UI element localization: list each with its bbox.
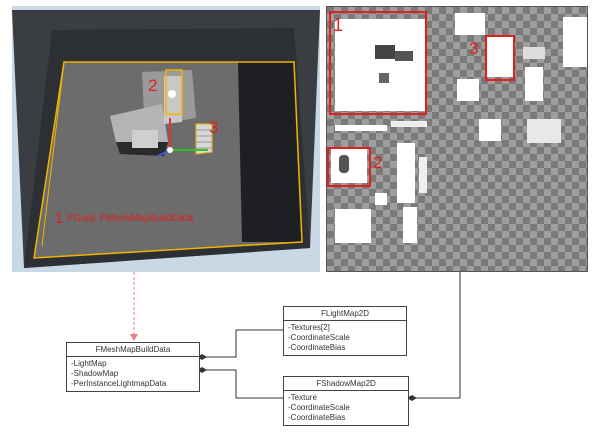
selection-edge <box>41 61 65 247</box>
atlas-highlight-3 <box>485 35 515 81</box>
atlas-block-1 <box>335 19 427 111</box>
class-field: -CoordinateScale <box>288 403 350 412</box>
atlas-block-2 <box>331 149 367 183</box>
atlas-block-3 <box>487 37 515 77</box>
atlas-annotation-1: 1 <box>333 15 344 35</box>
atlas-strip <box>391 121 427 127</box>
class-title: FShadowMap2D <box>284 377 408 391</box>
atlas-block <box>527 119 561 143</box>
atlas-block <box>403 207 417 243</box>
class-fmeshmapbuilddata: FMeshMapBuildData -LightMap -ShadowMap -… <box>66 342 200 392</box>
selection-outline <box>33 61 303 259</box>
dark-corner <box>238 62 302 242</box>
level-viewport[interactable]: · · · · · · 1 FGuid, FMeshMapBuildData 2… <box>12 6 320 272</box>
atlas-block <box>525 67 543 101</box>
class-field: -CoordinateBias <box>288 343 346 352</box>
lightmap-atlas: 1 3 2 <box>326 6 588 272</box>
atlas-shape <box>395 51 413 61</box>
block-small <box>132 130 158 148</box>
class-fshadowmap2d: FShadowMap2D -Texture -CoordinateScale -… <box>283 376 409 426</box>
atlas-block <box>563 17 587 67</box>
atlas-highlight-1 <box>329 11 427 115</box>
atlas-shape <box>379 73 389 83</box>
class-field: -PerInstanceLightmapData <box>71 379 167 388</box>
atlas-block <box>523 47 545 59</box>
light-source-icon[interactable] <box>168 90 176 98</box>
class-flightmap2d: FLightMap2D -Textures[2] -CoordinateScal… <box>283 306 407 356</box>
viewport-annotation-3-num: 3 <box>209 118 219 137</box>
atlas-annotation-3: 3 <box>469 39 479 58</box>
link-shadowmap-atlas <box>412 272 461 399</box>
floor <box>34 62 302 258</box>
class-field: -Texture <box>288 393 317 402</box>
class-field: -CoordinateScale <box>288 333 350 342</box>
class-field: -ShadowMap <box>71 369 119 378</box>
atlas-highlight-2 <box>327 147 371 187</box>
atlas-block <box>479 119 501 141</box>
atlas-block <box>335 209 371 243</box>
pillar-outline <box>165 69 183 115</box>
link-mesh-shadowmap <box>202 369 283 399</box>
gizmo-center[interactable] <box>167 147 173 153</box>
pillar <box>164 76 182 124</box>
class-field: -CoordinateBias <box>288 413 346 422</box>
atlas-block <box>457 79 479 101</box>
atlas-strip <box>419 157 427 193</box>
class-title: FLightMap2D <box>284 307 406 321</box>
class-field: -Textures[2] <box>288 323 330 332</box>
atlas-annotation-2: 2 <box>373 153 383 172</box>
atlas-block <box>375 193 387 205</box>
atlas-strip <box>335 125 387 131</box>
stairs <box>195 123 213 155</box>
class-title: FMeshMapBuildData <box>67 343 199 357</box>
atlas-shape <box>339 155 349 173</box>
atlas-block <box>397 143 415 203</box>
viewport-annotation-1-num: 1 <box>55 210 64 227</box>
viewport-annotation-1-label: FGuid, FMeshMapBuildData <box>67 213 194 224</box>
viewport-annotation-2-num: 2 <box>148 76 158 95</box>
dashed-link-arrow <box>130 334 138 341</box>
class-field: -LightMap <box>71 359 107 368</box>
actor-label: · · · · · · <box>162 157 186 164</box>
aggregation-diamond <box>407 395 417 401</box>
atlas-shape <box>375 45 395 59</box>
scene-render: · · · · · · <box>12 10 320 268</box>
link-mesh-lightmap <box>202 329 283 358</box>
atlas-block <box>455 13 485 35</box>
